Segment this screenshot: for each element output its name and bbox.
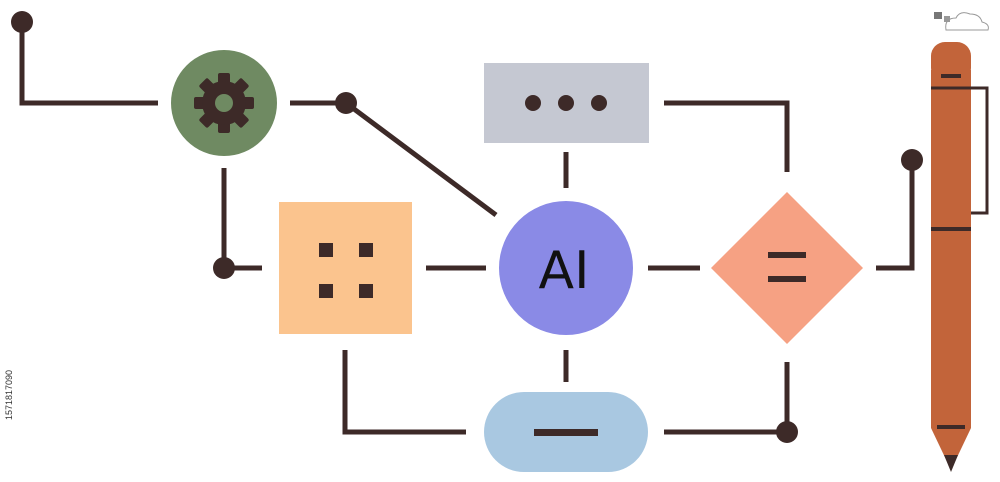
connector-start-to-gear bbox=[19, 22, 158, 106]
gear-icon bbox=[194, 73, 254, 133]
junction-dot-bottom bbox=[776, 421, 798, 443]
settings-node bbox=[171, 50, 277, 156]
junction-dot-left bbox=[213, 257, 235, 279]
connector-diamond-to-pen bbox=[876, 160, 915, 271]
stock-id-text: 1571817090 bbox=[4, 370, 14, 420]
pen-icon bbox=[931, 42, 989, 472]
junction-dot-start bbox=[11, 11, 33, 33]
grid-node bbox=[279, 202, 412, 334]
equals-icon bbox=[768, 252, 806, 282]
more-node bbox=[484, 63, 649, 143]
ai-label: AI bbox=[539, 241, 590, 301]
junction-dots bbox=[11, 11, 923, 443]
decision-node bbox=[711, 192, 863, 344]
minus-icon bbox=[534, 429, 598, 436]
four-dots-icon bbox=[319, 243, 373, 298]
minus-node bbox=[484, 392, 648, 472]
ellipsis-icon bbox=[525, 95, 607, 111]
connector-more-to-diamond bbox=[664, 100, 790, 172]
junction-dot-right bbox=[901, 149, 923, 171]
connector-diamond-to-pill bbox=[664, 362, 790, 435]
ai-node: AI bbox=[499, 201, 633, 335]
connector-grid-to-pill bbox=[342, 350, 466, 435]
connector-gear-to-grid bbox=[221, 168, 262, 271]
connector-node-to-ai bbox=[344, 100, 498, 218]
junction-dot-upper bbox=[335, 92, 357, 114]
connector-lines bbox=[19, 22, 915, 435]
watermark-logo bbox=[934, 12, 989, 31]
